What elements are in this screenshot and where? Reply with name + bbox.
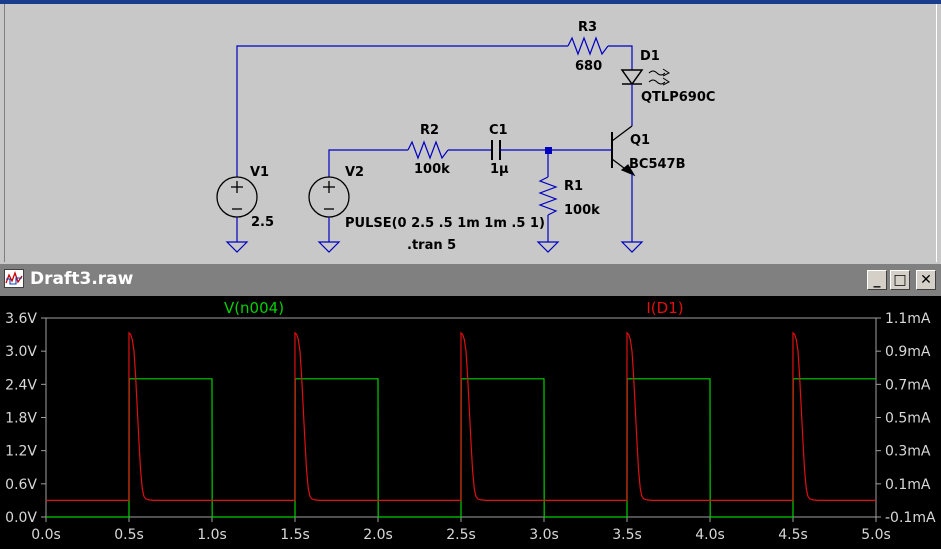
y-right-tick-label: 0.3mA	[885, 444, 931, 460]
x-tick-label: 2.5s	[446, 527, 476, 543]
x-tick-label: 0.0s	[31, 527, 61, 543]
source-signs	[231, 181, 335, 210]
r2-value: 100k	[414, 162, 450, 177]
x-tick-label: 0.5s	[114, 527, 144, 543]
v1-label: V1	[250, 165, 269, 180]
series-label-id1: I(D1)	[646, 299, 683, 317]
led-d1-triangle	[620, 69, 644, 86]
plot-window-title: Draft3.raw	[30, 269, 134, 289]
waveform-icon	[4, 269, 24, 288]
y-right-tick-label: 0.9mA	[885, 344, 931, 360]
wire-v1-top	[236, 45, 568, 177]
resistor-r3	[567, 36, 609, 56]
ground-q1	[620, 241, 644, 253]
x-tick-label: 4.0s	[695, 527, 725, 543]
y-left-tick-label: 1.8V	[5, 411, 37, 427]
r2-label: R2	[420, 123, 439, 138]
resistor-r2	[407, 140, 449, 160]
series-label-vn004: V(n004)	[224, 299, 284, 317]
x-tick-label: 1.0s	[197, 527, 227, 543]
y-left-tick-label: 2.4V	[5, 377, 37, 393]
schematic-canvas[interactable]: R3 680 D1 QTLP690C R2 100k C1 1µ Q1 BC54…	[0, 4, 941, 266]
y-right-tick-label: 0.7mA	[885, 377, 931, 393]
ground-r1	[536, 241, 560, 253]
resistor-r1	[538, 176, 558, 216]
schematic-pane[interactable]: R3 680 D1 QTLP690C R2 100k C1 1µ Q1 BC54…	[0, 0, 941, 262]
schematic-border	[4, 4, 937, 262]
maximize-button[interactable]: □	[890, 270, 910, 290]
close-button[interactable]: ✕	[916, 270, 936, 290]
q1-label: Q1	[630, 133, 650, 148]
x-tick-label: 4.5s	[778, 527, 808, 543]
transistor-q1-arrow	[620, 164, 636, 177]
y-right-tick-label: 0.5mA	[885, 411, 931, 427]
plot-window[interactable]: Draft3.raw _ □ ✕ 0.0s 0.5s 1.0s 1.5s 2.0s 2.5…	[0, 264, 941, 549]
minimize-button[interactable]: _	[867, 270, 887, 290]
junction-dot	[545, 147, 552, 154]
y-right-tick-label: 1.1mA	[885, 311, 931, 327]
trace-id1	[46, 331, 876, 501]
y-right-tick-label: 0.1mA	[885, 477, 931, 493]
y-left-tick-label: 3.6V	[5, 311, 37, 327]
x-tick-label: 3.5s	[612, 527, 642, 543]
x-tick-label: 1.5s	[280, 527, 310, 543]
y-left-tick-label: 1.2V	[5, 444, 37, 460]
wire-v2-top	[328, 149, 408, 177]
v1-value: 2.5	[251, 215, 274, 230]
r1-label: R1	[564, 179, 583, 194]
waveform-plot-area[interactable]: 0.0s 0.5s 1.0s 1.5s 2.0s 2.5s 3.0s 3.5s 4.0s 4.5s…	[0, 296, 941, 549]
r3-label: R3	[578, 20, 597, 35]
x-tick-label: 5.0s	[861, 527, 891, 543]
r3-value: 680	[575, 59, 602, 74]
v2-label: V2	[345, 165, 364, 180]
q1-model: BC547B	[629, 157, 686, 172]
d1-model: QTLP690C	[641, 90, 715, 105]
waveform-chart[interactable]: 0.0s 0.5s 1.0s 1.5s 2.0s 2.5s 3.0s 3.5s 4.0s 4.5s…	[0, 296, 941, 549]
wire-r3-d1	[608, 45, 633, 70]
x-tick-label: 3.0s	[529, 527, 559, 543]
v2-value: PULSE(0 2.5 .5 1m 1m .5 1)	[345, 216, 545, 231]
transistor-q1-collector	[611, 125, 633, 142]
led-emission-arrows	[648, 68, 670, 86]
r1-value: 100k	[564, 203, 600, 218]
y-left-tick-label: 0.6V	[5, 477, 37, 493]
y-left-tick-label: 0.0V	[5, 510, 37, 526]
c1-value: 1µ	[490, 162, 509, 177]
c1-label: C1	[489, 123, 508, 138]
plot-titlebar[interactable]: Draft3.raw _ □ ✕	[0, 264, 941, 296]
d1-label: D1	[640, 49, 660, 64]
ground-v2	[317, 241, 341, 253]
x-tick-label: 2.0s	[363, 527, 393, 543]
ground-v1	[225, 241, 249, 253]
spice-directive: .tran 5	[407, 238, 456, 253]
y-right-tick-label: -0.1mA	[885, 510, 936, 526]
y-left-tick-label: 3.0V	[5, 344, 37, 360]
